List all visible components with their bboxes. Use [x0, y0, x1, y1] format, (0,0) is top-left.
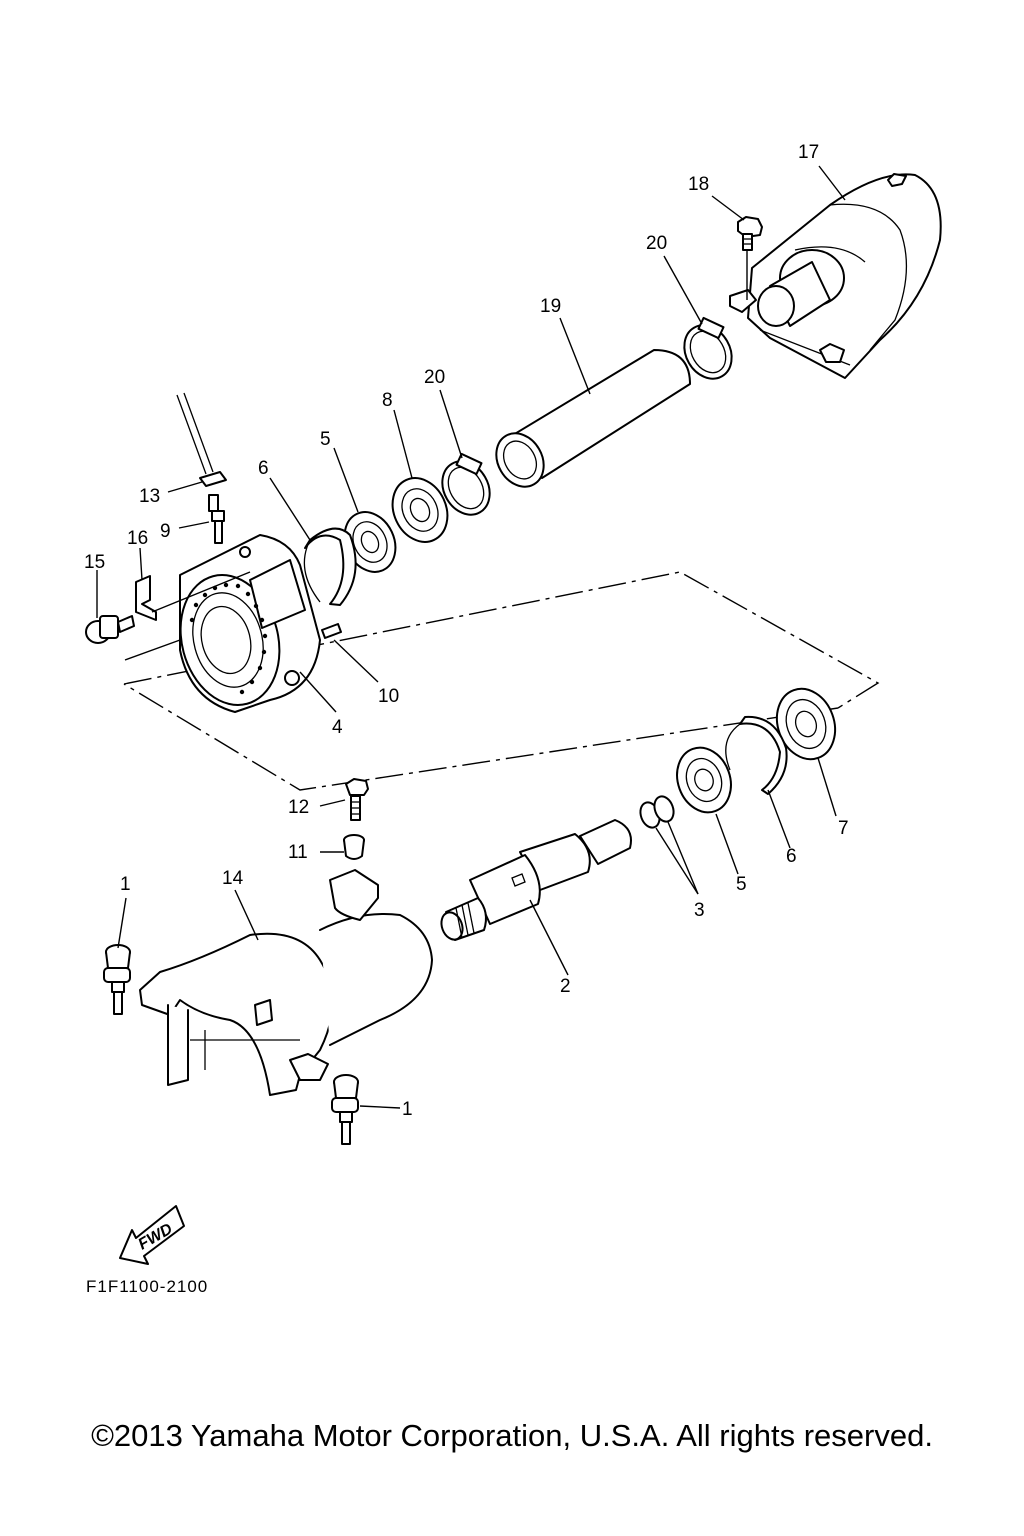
part-7-bearing [775, 687, 837, 761]
part-4-housing [179, 534, 321, 713]
part-1-bolt-right [331, 1074, 359, 1145]
callout-13: 13 [139, 486, 160, 507]
callout-3: 3 [694, 900, 705, 921]
callout-16: 16 [127, 528, 148, 549]
callout-9: 9 [160, 521, 171, 542]
callout-17: 17 [798, 142, 819, 163]
part-14-intake-duct [139, 869, 433, 1096]
callout-20-upper: 20 [646, 233, 667, 254]
callout-7: 7 [838, 818, 849, 839]
part-8-bearing [391, 477, 449, 543]
part-3-o-rings [639, 795, 675, 829]
callout-12: 12 [288, 797, 309, 818]
part-18-bolt [737, 216, 763, 251]
callout-10: 10 [378, 686, 399, 707]
part-5-bearing-lower [676, 746, 732, 814]
part-6-circlip-lower [725, 715, 788, 795]
callout-5-upper: 5 [320, 429, 331, 450]
part-17-nozzle-cover [729, 173, 942, 379]
callout-labels: 17 18 20 19 20 8 5 6 13 9 16 15 10 4 12 … [84, 142, 849, 1120]
callout-19: 19 [540, 296, 561, 317]
callout-18: 18 [688, 174, 709, 195]
diagram-code: F1F1100-2100 [86, 1277, 208, 1296]
fwd-arrow-icon: FWD [119, 1205, 185, 1265]
part-10-pin [321, 623, 342, 639]
callout-5-lower: 5 [736, 874, 747, 895]
callout-1-right: 1 [402, 1099, 413, 1120]
part-11-collar [343, 834, 365, 860]
part-2-drive-shaft [440, 819, 632, 941]
part-9-nipple [208, 494, 225, 544]
callout-4: 4 [332, 717, 343, 738]
callout-1-left: 1 [120, 874, 131, 895]
copyright-notice: ©2013 Yamaha Motor Corporation, U.S.A. A… [91, 1418, 933, 1453]
callout-11: 11 [288, 842, 308, 863]
part-6-circlip-upper [303, 527, 357, 606]
callout-20-lower: 20 [424, 367, 445, 388]
assembly-outline [123, 571, 880, 791]
callout-6-lower: 6 [786, 846, 797, 867]
part-1-bolt-left [103, 944, 131, 1015]
part-13-band [176, 392, 227, 487]
callout-2: 2 [560, 976, 571, 997]
part-16-plate [135, 575, 157, 621]
callout-14: 14 [222, 868, 244, 889]
callout-6-upper: 6 [258, 458, 269, 479]
part-20-clamp-lower [441, 452, 491, 516]
part-19-hose [495, 349, 691, 488]
leader-lines [96, 165, 846, 1109]
part-15-bolt [85, 615, 135, 644]
housing-bolt-holes [189, 582, 268, 695]
callout-8: 8 [382, 390, 393, 411]
shaft-threads [455, 902, 475, 939]
callout-15: 15 [84, 552, 105, 573]
part-12-bolt [345, 778, 369, 821]
